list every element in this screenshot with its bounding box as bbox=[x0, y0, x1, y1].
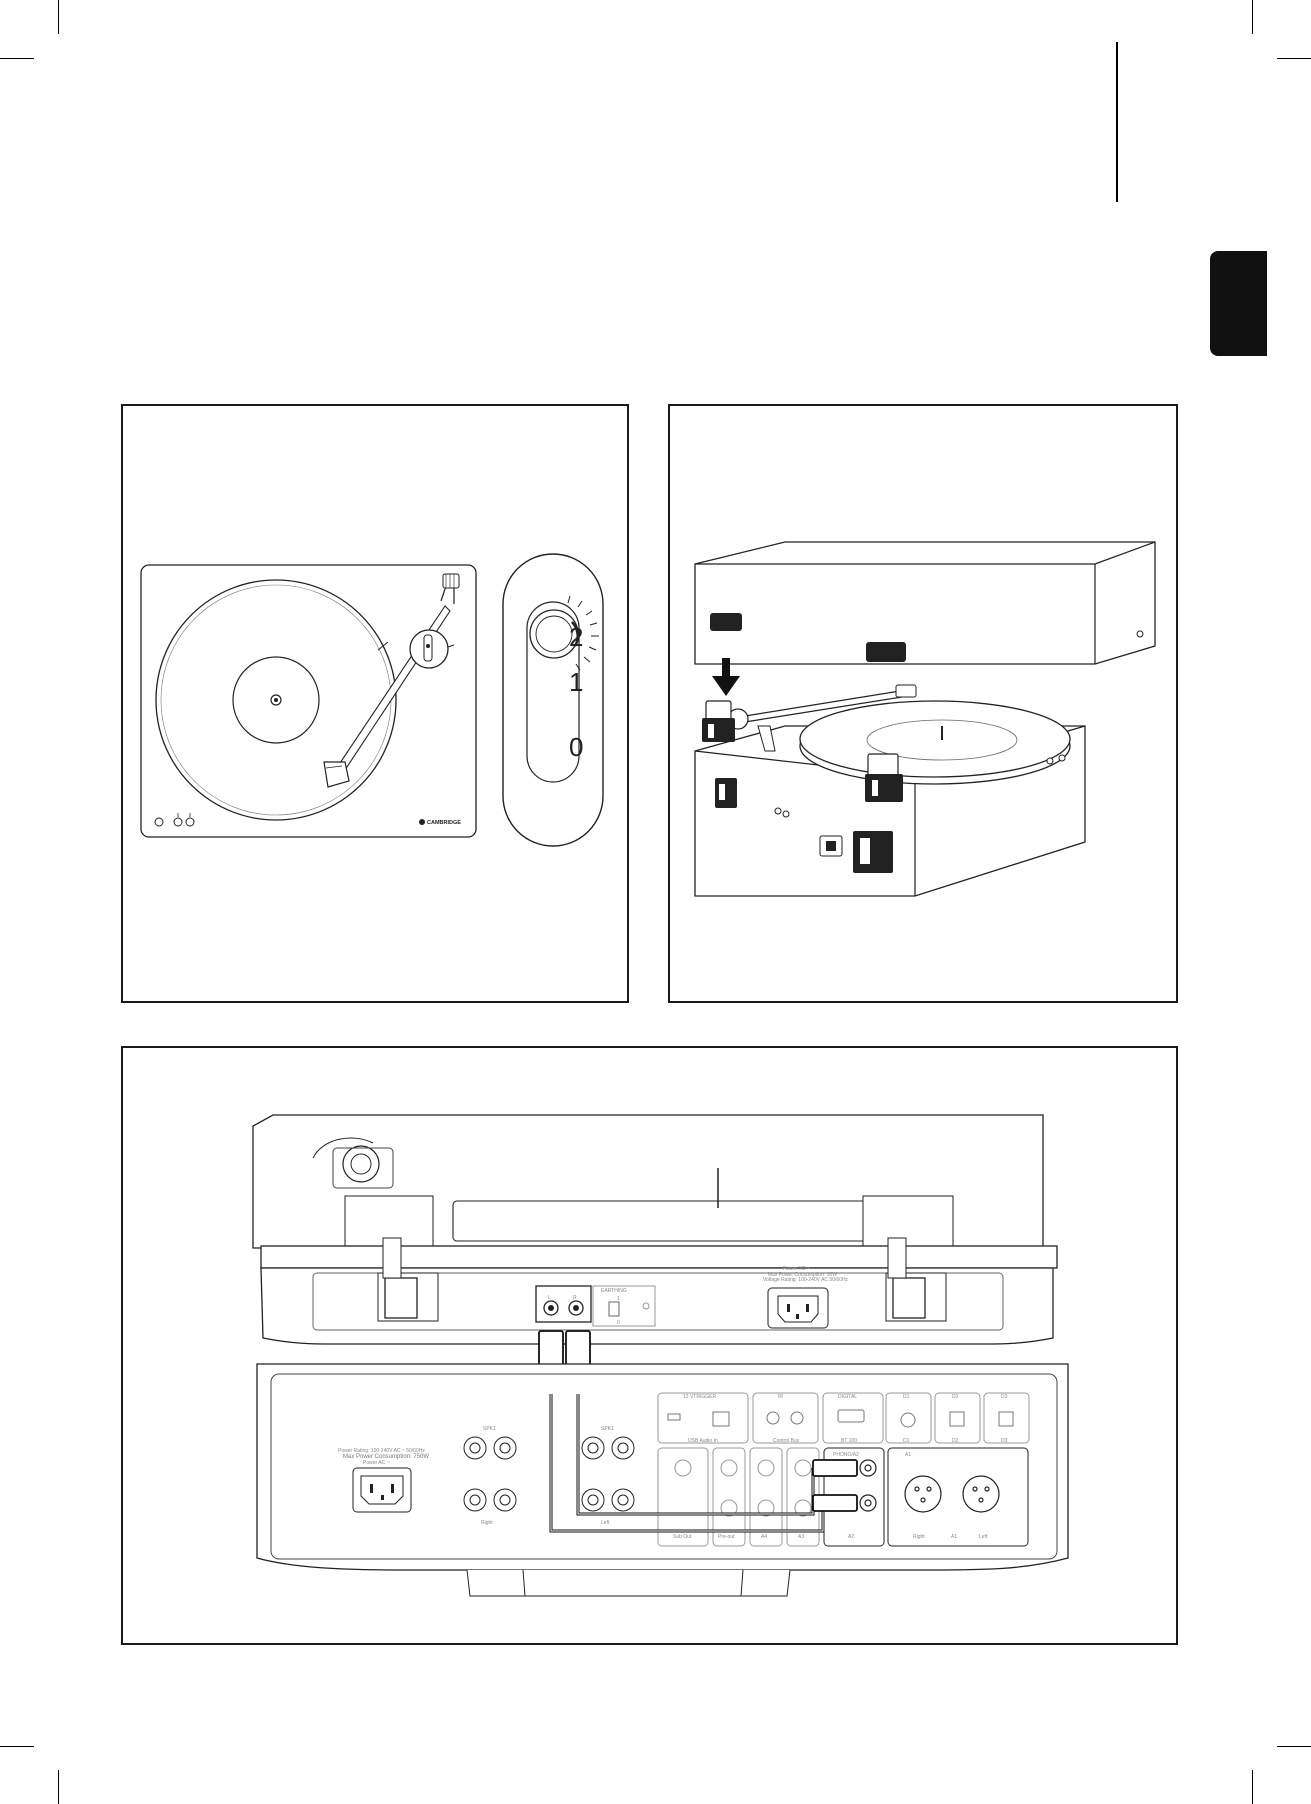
dust-cover-panel bbox=[668, 404, 1178, 1003]
section-header-6: D3 bbox=[1001, 1394, 1008, 1400]
label-sub-out: Sub Out bbox=[673, 1534, 692, 1540]
trim-mark bbox=[1277, 58, 1311, 59]
label-pre-out: Pre-out bbox=[718, 1534, 735, 1540]
connection-panel: L R EARTHING 1 0 Power AC ~ Max Power Co… bbox=[121, 1046, 1178, 1645]
label-a3: A3 bbox=[798, 1534, 804, 1540]
amp-power-line-1: Power Rating: 100-240V AC ~ 50/60Hz bbox=[338, 1448, 425, 1454]
turntable-top-illustration: CAMBRIDGE 2 1 0 bbox=[140, 553, 604, 847]
label-d3: D3 bbox=[1001, 1438, 1008, 1444]
trim-mark bbox=[1252, 0, 1253, 34]
label-control-bus: Control Bus bbox=[773, 1438, 800, 1444]
jack-label-right: R bbox=[573, 1295, 577, 1301]
language-tab bbox=[1210, 251, 1267, 356]
turntable-power-line-1: Max Power Consumption: 10W bbox=[768, 1272, 837, 1278]
section-header-5: D2 bbox=[952, 1394, 959, 1400]
speaker-set-label-1: SPK1 bbox=[483, 1426, 496, 1432]
speaker-label-right: Right bbox=[481, 1520, 493, 1526]
earthing-position-1: 1 bbox=[617, 1296, 620, 1302]
trim-mark bbox=[0, 58, 34, 59]
speed-position-0: 0 bbox=[569, 732, 583, 762]
section-header-3: DIGITAL bbox=[838, 1394, 857, 1400]
turntable-power-title: Power AC ~ bbox=[783, 1266, 810, 1272]
speaker-set-label-2: SPK1 bbox=[601, 1426, 614, 1432]
label-a4: A4 bbox=[761, 1534, 767, 1540]
dust-cover-illustration bbox=[694, 541, 1156, 897]
trim-mark bbox=[1252, 1770, 1253, 1804]
earthing-position-0: 0 bbox=[617, 1320, 620, 1326]
speed-position-2: 2 bbox=[569, 622, 583, 652]
section-header-2: IR bbox=[778, 1394, 783, 1400]
label-xlr-right: Right bbox=[913, 1534, 925, 1540]
trim-mark bbox=[58, 0, 59, 34]
trim-mark bbox=[58, 1770, 59, 1804]
label-a1: A1 bbox=[951, 1534, 957, 1540]
trim-mark bbox=[1277, 1746, 1311, 1747]
speaker-label-left: Left bbox=[601, 1520, 610, 1526]
section-header-a1: A1 bbox=[905, 1452, 911, 1458]
turntable-power-line-2: Voltage Rating: 100-240V AC 50/60Hz bbox=[763, 1277, 849, 1283]
brand-logo: CAMBRIDGE bbox=[427, 820, 461, 826]
section-header-1: 12 VTRIGGER bbox=[683, 1394, 716, 1400]
speed-position-1: 1 bbox=[569, 667, 583, 697]
label-d1: D1 bbox=[903, 1438, 910, 1444]
turntable-top-panel: CAMBRIDGE 2 1 0 bbox=[121, 404, 629, 1003]
label-d2: D2 bbox=[952, 1438, 959, 1444]
label-bt100: BT 100 bbox=[841, 1438, 857, 1444]
earthing-title: EARTHING bbox=[601, 1288, 627, 1294]
section-header-4: D1 bbox=[903, 1394, 910, 1400]
label-xlr-left: Left bbox=[979, 1534, 988, 1540]
phono-label: PHONO/A2 bbox=[833, 1452, 859, 1458]
label-a2: A2 bbox=[848, 1534, 854, 1540]
column-rule bbox=[1116, 42, 1118, 202]
jack-label-left: L bbox=[548, 1295, 551, 1301]
trim-mark bbox=[0, 1746, 34, 1747]
amp-power-line-3: Power AC ~ bbox=[363, 1460, 390, 1466]
connection-illustration: L R EARTHING 1 0 Power AC ~ Max Power Co… bbox=[252, 1114, 1069, 1597]
label-usb-audio-in: USB Audio In bbox=[688, 1438, 718, 1444]
amp-power-line-2: Max Power Consumption: 750W bbox=[343, 1454, 429, 1460]
